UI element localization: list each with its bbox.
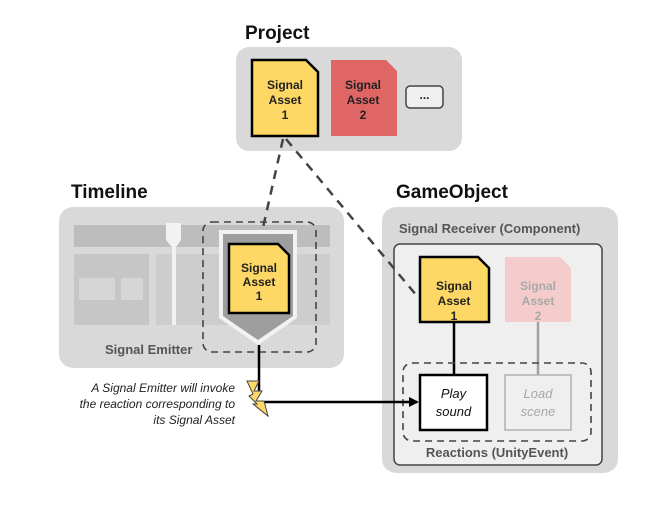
asset-label-line: Asset (438, 294, 471, 308)
reaction-label-line: sound (436, 404, 472, 419)
asset-label-line: Asset (522, 294, 555, 308)
more-assets-button[interactable]: ... (405, 85, 444, 109)
signal-emitter-marker[interactable]: Signal Asset 1 (219, 230, 297, 345)
reaction-label-line: Play (441, 386, 468, 401)
playhead-shape (166, 223, 181, 325)
more-button-label: ... (419, 88, 429, 102)
reaction-load-scene[interactable]: Load scene (504, 374, 572, 431)
asset-label-line: Signal (241, 261, 277, 275)
asset-label-line: 1 (282, 108, 289, 122)
signal-emitter-label: Signal Emitter (105, 342, 192, 357)
lightning-bolt-icon (246, 380, 269, 418)
caption-line: A Signal Emitter will invoke (90, 381, 235, 395)
project-signal-asset-2[interactable]: Signal Asset 2 (331, 60, 397, 136)
reaction-label-line: Load (524, 386, 554, 401)
receiver-signal-asset-2[interactable]: Signal Asset 2 (505, 257, 571, 323)
reaction-label-line: scene (521, 404, 556, 419)
asset-shape (505, 257, 571, 322)
asset-label-line: Signal (520, 279, 556, 293)
reaction-play-sound[interactable]: Play sound (418, 373, 489, 432)
asset-shape (418, 255, 491, 324)
asset-label-line: Asset (347, 93, 380, 107)
asset-label-line: Signal (345, 78, 381, 92)
gameobject-title: GameObject (396, 182, 509, 203)
playhead[interactable] (166, 223, 181, 325)
asset-shape (331, 60, 397, 136)
more-button-shape (405, 85, 444, 109)
timeline-title: Timeline (71, 182, 148, 203)
timeline-clip-b (121, 278, 143, 300)
asset-label-line: 2 (360, 108, 367, 122)
asset-label-line: 1 (256, 289, 263, 303)
timeline-clip-a (79, 278, 115, 300)
caption-line: the reaction corresponding to (80, 397, 236, 411)
signal-receiver-label: Signal Receiver (Component) (399, 221, 580, 236)
receiver-signal-asset-1[interactable]: Signal Asset 1 (418, 255, 491, 324)
reactions-label: Reactions (UnityEvent) (426, 445, 568, 460)
asset-label-line: Signal (436, 279, 472, 293)
project-signal-asset-1[interactable]: Signal Asset 1 (250, 58, 320, 138)
reaction-box (504, 374, 572, 431)
asset-label-line: Asset (243, 275, 276, 289)
project-to-receiver-link (285, 138, 418, 297)
asset-label-line: 1 (451, 309, 458, 323)
asset-label-line: 2 (535, 309, 542, 323)
project-title: Project (245, 23, 310, 44)
asset-shape (250, 58, 320, 138)
caption-line: its Signal Asset (153, 413, 235, 427)
asset-label-line: Signal (267, 78, 303, 92)
reaction-box (418, 373, 489, 432)
asset-label-line: Asset (269, 93, 302, 107)
emitter-asset-shape (227, 242, 291, 315)
